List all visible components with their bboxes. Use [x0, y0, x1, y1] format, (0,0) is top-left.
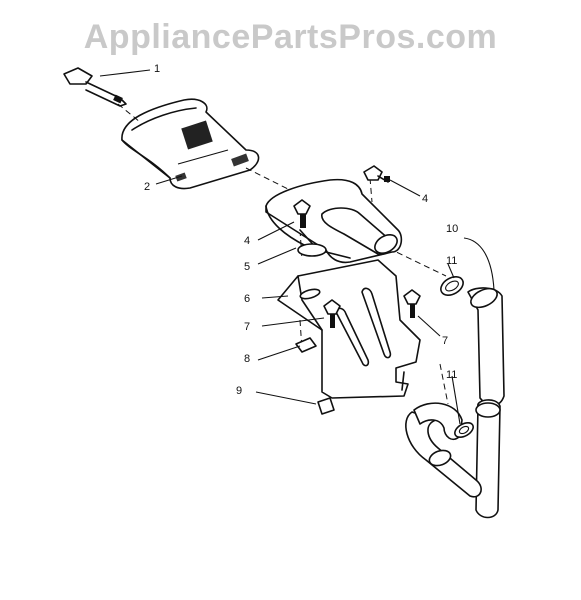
watermark: AppliancePartsPros.com	[83, 18, 498, 56]
callout-10: 10	[446, 223, 458, 235]
callout-2: 2	[144, 181, 150, 193]
callout-11-top: 11	[446, 255, 457, 267]
part-10-drain-hose	[405, 287, 505, 519]
part-7-screw-right	[403, 289, 421, 318]
callout-6: 6	[244, 293, 250, 305]
callout-7-right: 7	[442, 335, 448, 347]
part-6-mounting-plate	[277, 259, 421, 399]
main-bracket-housing	[265, 178, 403, 264]
callout-9: 9	[236, 385, 242, 397]
part-2-damper-pad	[121, 98, 260, 190]
part-11-clamp-top	[440, 276, 464, 296]
part-8-clip	[295, 337, 317, 353]
callout-4-mid: 4	[244, 235, 250, 247]
leader-lines	[99, 69, 495, 425]
callout-4-top: 4	[422, 193, 428, 205]
part-9-clip	[317, 397, 335, 415]
callout-7-left: 7	[244, 321, 250, 333]
callout-5: 5	[244, 261, 250, 273]
callout-8: 8	[244, 353, 250, 365]
part-7-screw-left	[323, 299, 341, 328]
part-4-screw-mid	[293, 199, 311, 228]
callout-labels: 1 2 4 4 5 6 7 7 8 9 10 11 11	[144, 63, 458, 397]
part-1-handle	[63, 67, 127, 107]
callout-1: 1	[154, 63, 160, 75]
callout-11-bottom: 11	[446, 369, 457, 381]
part-4-screw-top	[363, 165, 390, 183]
